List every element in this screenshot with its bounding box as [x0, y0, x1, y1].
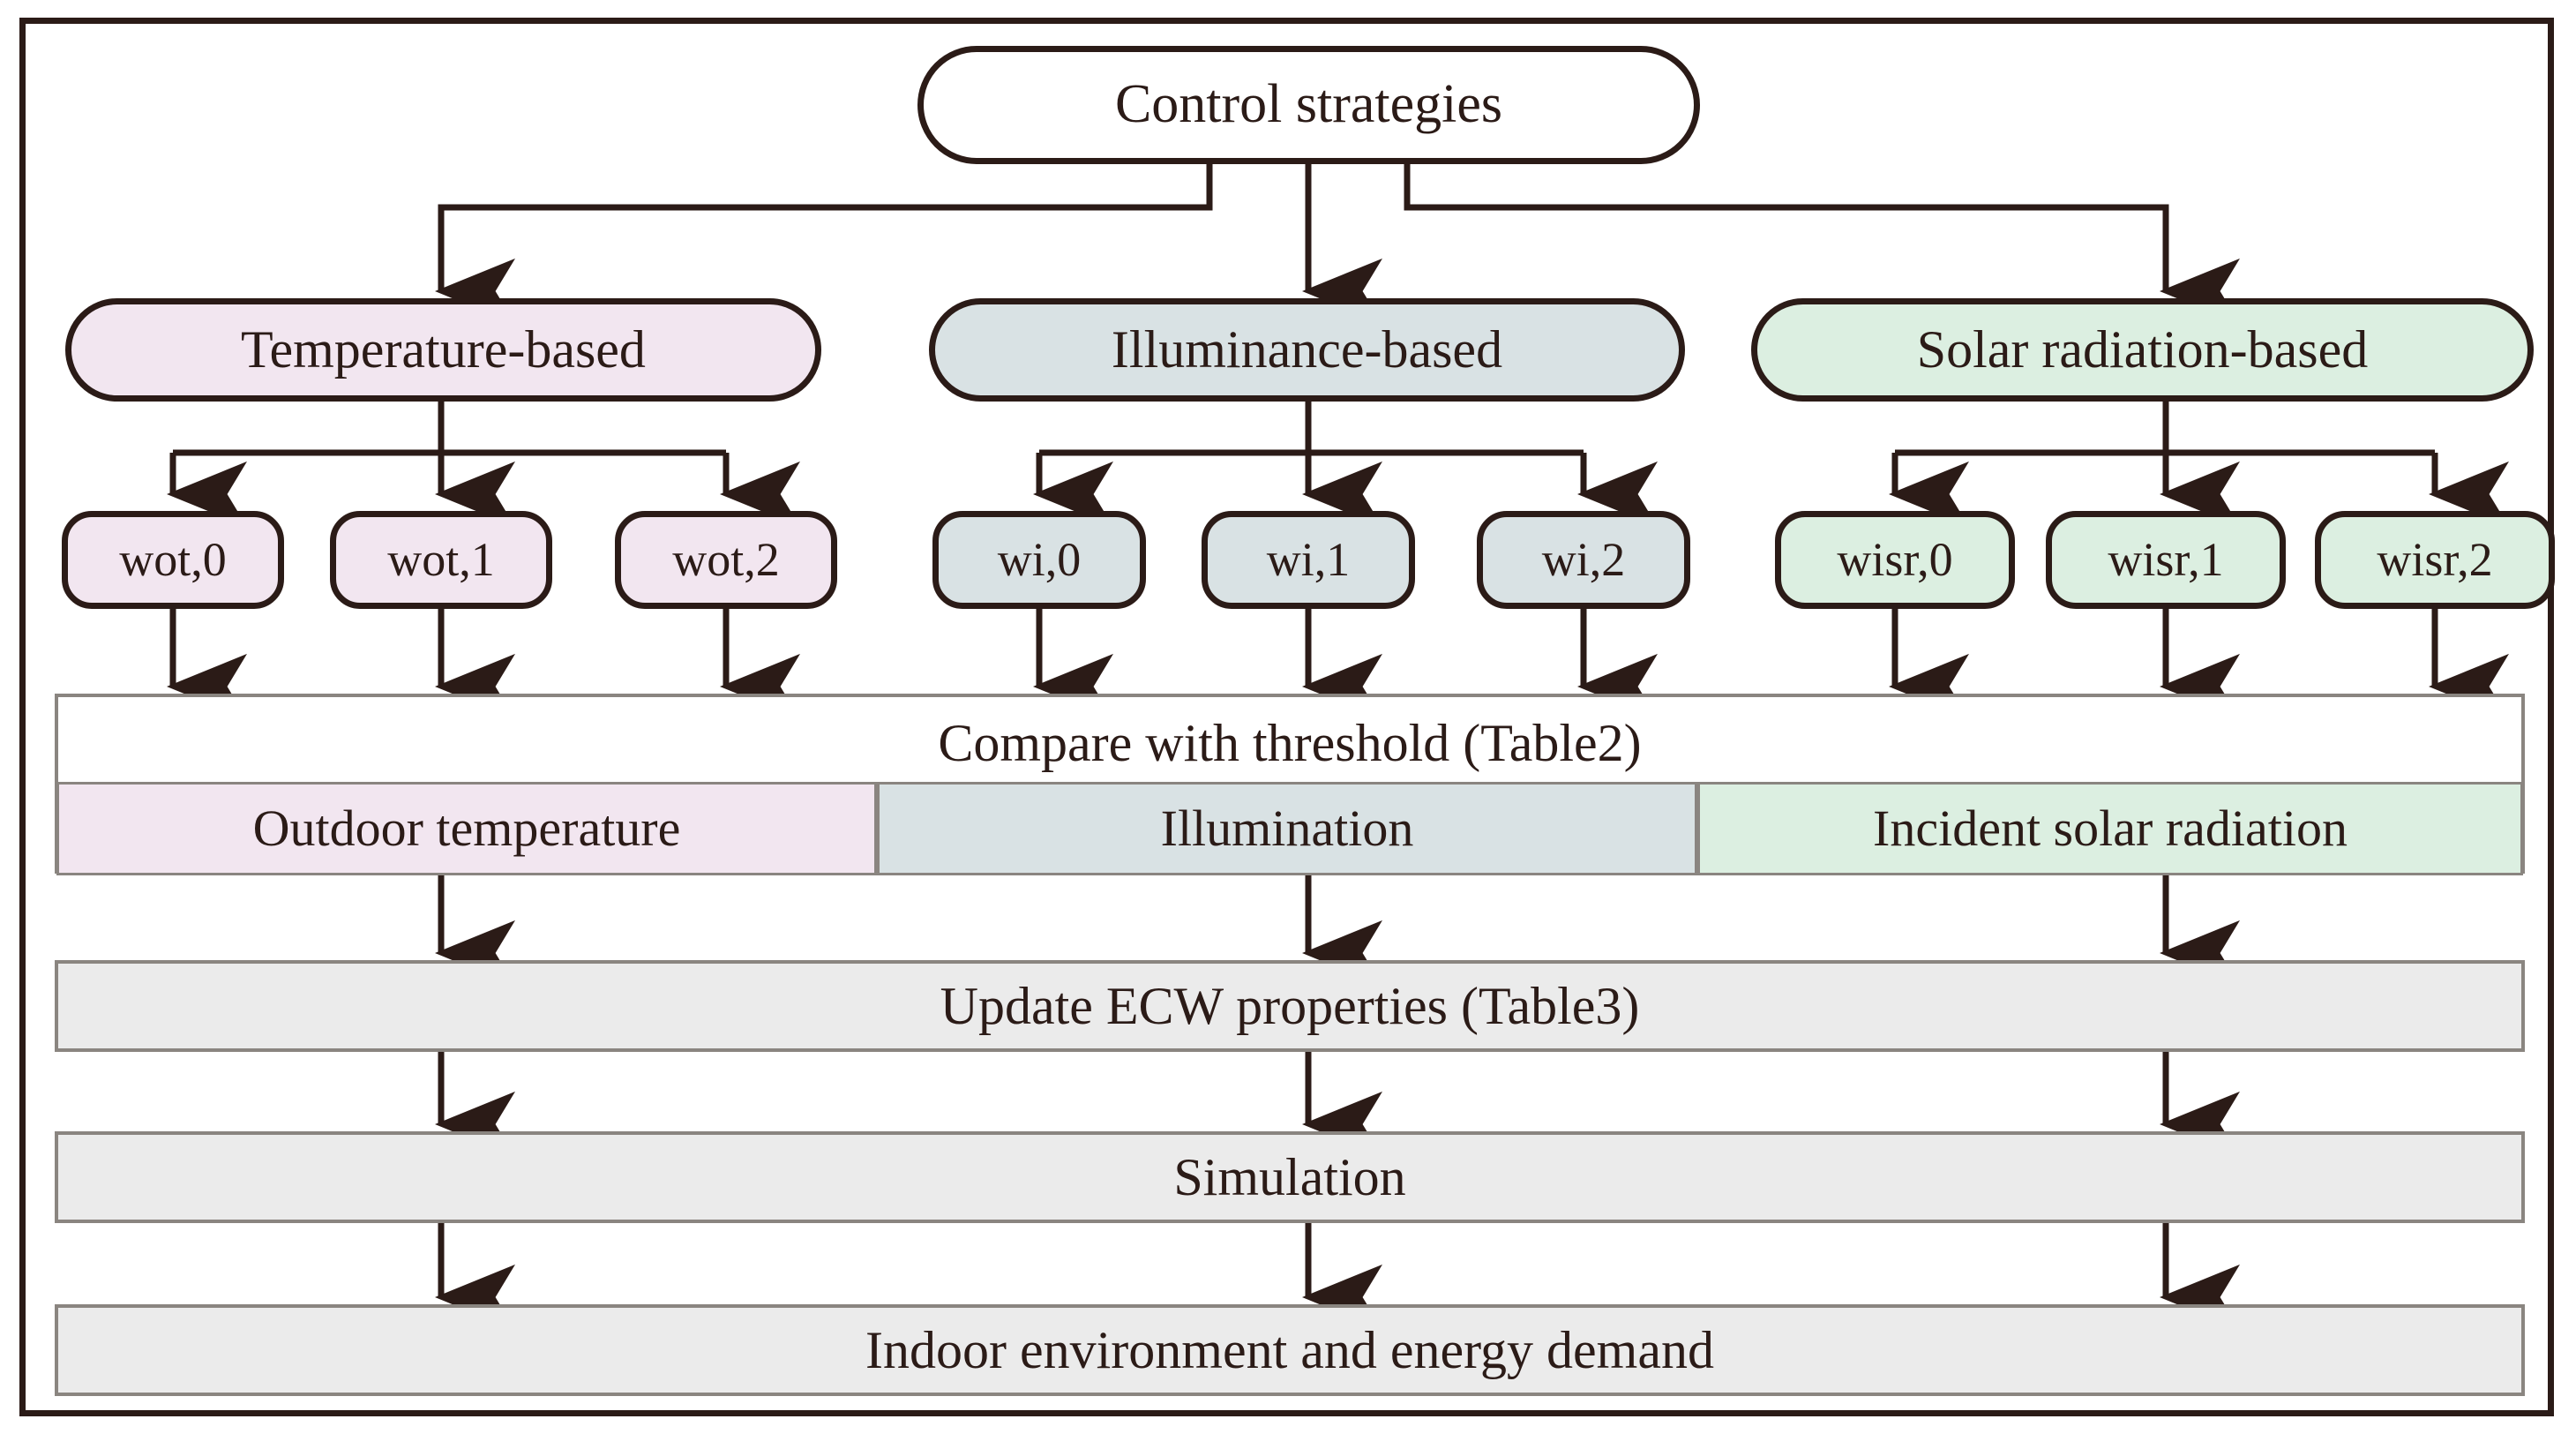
node-wisr-1[interactable]: wisr,1	[2046, 511, 2286, 609]
node-simulation[interactable]: Simulation	[55, 1131, 2525, 1223]
node-label: wot,0	[119, 533, 227, 587]
node-label: Simulation	[1173, 1147, 1406, 1206]
node-illuminance-based[interactable]: Illuminance-based	[929, 298, 1685, 402]
node-wisr-0[interactable]: wisr,0	[1775, 511, 2015, 609]
node-label: wi,0	[997, 533, 1082, 587]
compare-threshold-title: Compare with threshold (Table2)	[938, 713, 1642, 772]
node-label: wot,1	[387, 533, 495, 587]
node-label: wi,1	[1266, 533, 1351, 587]
cell-label: Illumination	[1160, 799, 1414, 857]
compare-cell-outdoor-temperature[interactable]: Outdoor temperature	[56, 782, 877, 875]
node-solar-radiation-based[interactable]: Solar radiation-based	[1751, 298, 2534, 402]
compare-cell-incident-solar-radiation[interactable]: Incident solar radiation	[1697, 782, 2523, 875]
node-label: Illuminance-based	[1111, 320, 1503, 379]
node-label: wisr,1	[2108, 533, 2224, 587]
cell-label: Outdoor temperature	[252, 799, 681, 857]
node-label: wot,2	[672, 533, 780, 587]
node-temperature-based[interactable]: Temperature-based	[65, 298, 821, 402]
node-label: Temperature-based	[241, 320, 646, 379]
node-wot-1[interactable]: wot,1	[330, 511, 552, 609]
node-label: wisr,0	[1837, 533, 1953, 587]
cell-label: Incident solar radiation	[1873, 799, 2348, 857]
compare-threshold-panel[interactable]: Compare with threshold (Table2) Outdoor …	[55, 694, 2525, 875]
node-wi-0[interactable]: wi,0	[932, 511, 1146, 609]
node-wot-0[interactable]: wot,0	[62, 511, 284, 609]
node-label: Indoor environment and energy demand	[865, 1320, 1714, 1379]
node-label: Control strategies	[1114, 74, 1503, 135]
node-update-ecw-properties[interactable]: Update ECW properties (Table3)	[55, 960, 2525, 1052]
node-label: Solar radiation-based	[1916, 320, 2369, 379]
node-wi-2[interactable]: wi,2	[1477, 511, 1690, 609]
node-label: wisr,2	[2377, 533, 2493, 587]
node-wi-1[interactable]: wi,1	[1202, 511, 1415, 609]
node-wisr-2[interactable]: wisr,2	[2315, 511, 2555, 609]
node-wot-2[interactable]: wot,2	[615, 511, 837, 609]
compare-cell-illumination[interactable]: Illumination	[877, 782, 1697, 875]
node-label: Update ECW properties (Table3)	[940, 976, 1640, 1035]
node-indoor-environment-energy-demand[interactable]: Indoor environment and energy demand	[55, 1304, 2525, 1396]
node-label: wi,2	[1541, 533, 1626, 587]
node-control-strategies[interactable]: Control strategies	[917, 46, 1700, 164]
